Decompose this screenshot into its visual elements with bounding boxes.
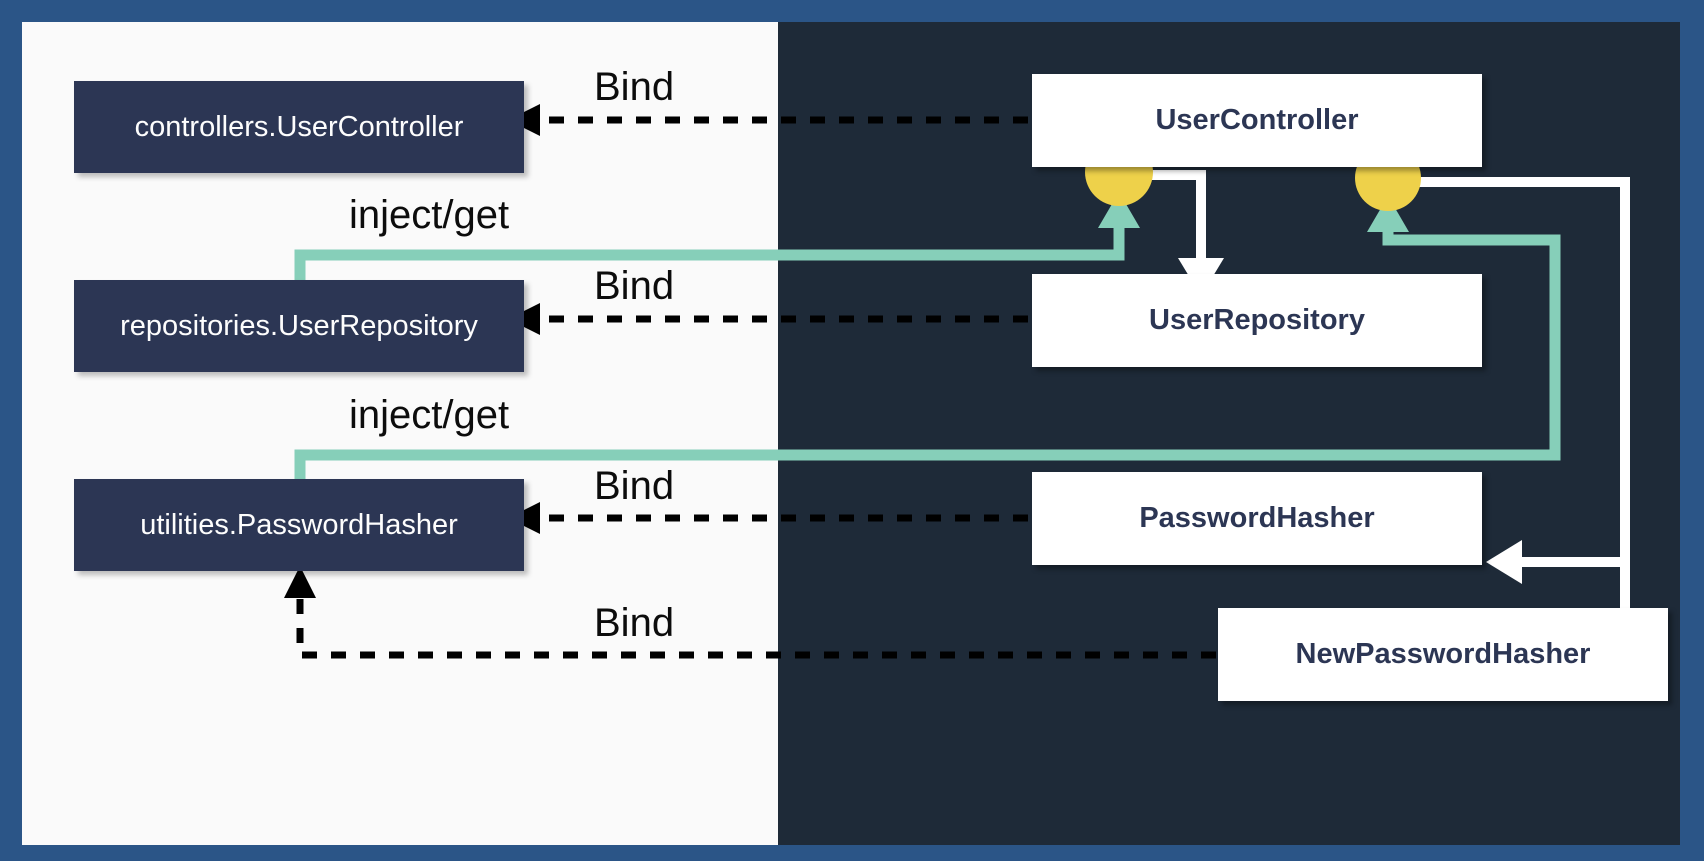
bind-controllers-connector	[508, 104, 1028, 136]
node-label: UserRepository	[1149, 304, 1365, 336]
node-utilities-passwordhasher[interactable]: utilities.PasswordHasher	[74, 479, 524, 571]
inject-repository-connector	[294, 192, 1140, 296]
node-controllers-usercontroller[interactable]: controllers.UserController	[74, 81, 524, 173]
node-passwordhasher[interactable]: PasswordHasher	[1032, 472, 1482, 565]
inject-hasher-connector	[294, 196, 1561, 496]
bind-new-password-hasher-connector	[284, 566, 1216, 659]
edge-label-inject-2: inject/get	[349, 393, 510, 437]
node-label: PasswordHasher	[1139, 502, 1375, 534]
edge-label-bind-2: Bind	[594, 264, 675, 308]
edge-label-bind-4: Bind	[594, 601, 675, 645]
node-label: utilities.PasswordHasher	[140, 508, 458, 541]
node-userrepository[interactable]: UserRepository	[1032, 274, 1482, 367]
edge-label-bind-3: Bind	[594, 464, 675, 508]
node-label: UserController	[1155, 104, 1359, 136]
node-repositories-userrepository[interactable]: repositories.UserRepository	[74, 280, 524, 372]
node-label: repositories.UserRepository	[120, 309, 478, 342]
node-label: NewPasswordHasher	[1295, 638, 1591, 670]
node-newpasswordhasher[interactable]: NewPasswordHasher	[1218, 608, 1668, 701]
edge-label-inject-1: inject/get	[349, 193, 510, 237]
node-label: controllers.UserController	[134, 110, 464, 143]
bind-utilities-connector	[508, 502, 1028, 534]
node-usercontroller[interactable]: UserController	[1032, 74, 1482, 167]
resolve-new-hasher-connector	[1602, 182, 1648, 658]
bind-repositories-connector	[508, 303, 1028, 335]
edge-label-bind-1: Bind	[594, 65, 675, 109]
